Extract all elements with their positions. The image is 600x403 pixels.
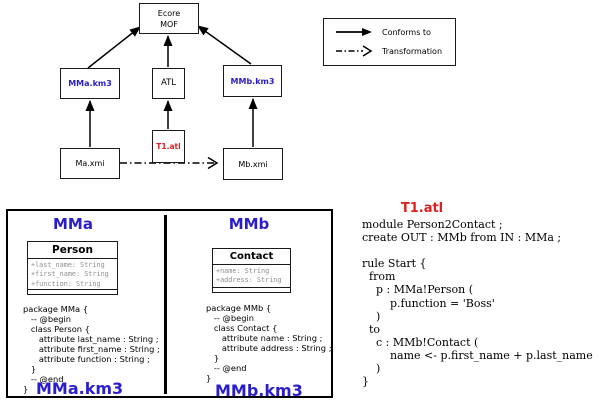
mmb-title: MMb [228,215,270,233]
node-atl: ATL [152,68,185,99]
mmb-km3-code: package MMb { -- @begin class Contact { … [206,303,332,383]
contact-class-name: Contact [213,249,290,265]
metamodel-panel: MMa Person +last_name: String +first_nam… [6,209,333,400]
node-ecore-mof: Ecore MOF [139,3,199,34]
transformation-arrow-icon [336,45,373,57]
diagram-arrows [85,25,258,170]
t1-atl-title: T1.atl [400,201,444,216]
legend-row-conforms: Conforms to [335,27,455,37]
person-class-operations [28,289,117,294]
conforms-to-arrow-icon [336,28,372,36]
node-t1-atl: T1.atl [152,130,185,163]
contact-class-operations [213,287,290,292]
person-class-attributes: +last_name: String +first_name: String +… [31,261,109,288]
legend: Conforms to Transformation [323,18,456,66]
contact-class-attributes: +name: String +address: String [216,267,282,285]
mma-km3-code: package MMa { -- @begin class Person { a… [23,304,160,394]
legend-row-transformation: Transformation [335,45,455,57]
t1-atl-code: module Person2Contact ; create OUT : MMb… [362,218,593,389]
mma-file-label: MMa.km3 [36,379,124,398]
person-class-box: Person +last_name: String +first_name: S… [27,241,118,295]
mma-title: MMa [53,215,93,233]
contact-class-box: Contact +name: String +address: String [212,248,291,293]
node-mma-km3: MMa.km3 [60,68,120,99]
legend-label-conforms: Conforms to [382,27,431,37]
mmb-file-label: MMb.km3 [215,381,303,400]
conforms-arrow-mmb-to-ecore [197,25,252,65]
node-mb-xmi: Mb.xmi [223,148,283,180]
panel-divider [164,215,167,394]
node-ma-xmi: Ma.xmi [60,148,120,179]
conforms-arrow-mma-to-ecore [87,26,141,69]
legend-label-transformation: Transformation [382,46,443,56]
node-mmb-km3: MMb.km3 [223,65,282,97]
person-class-name: Person [28,242,117,259]
